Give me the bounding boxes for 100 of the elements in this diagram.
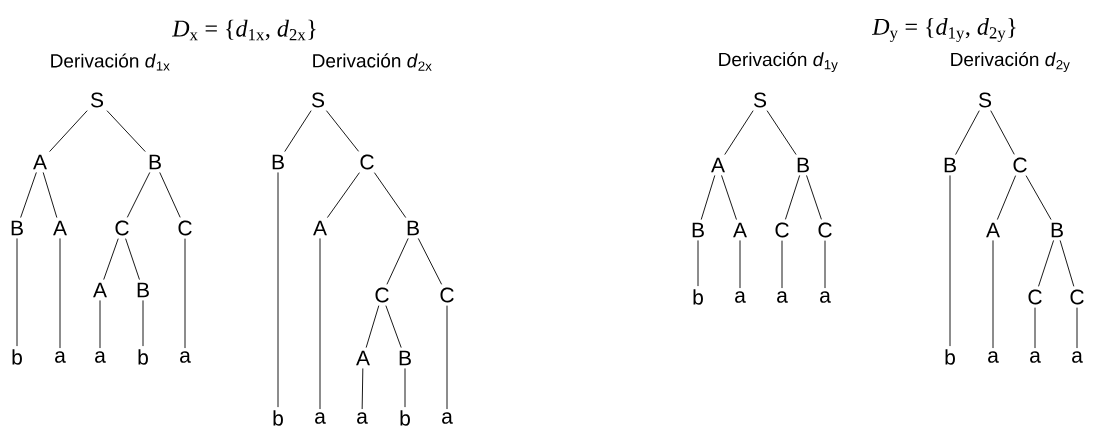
tree-branch (721, 175, 737, 221)
tree-branch (284, 110, 312, 153)
tree-branch (996, 175, 1017, 221)
tree-branch (949, 175, 951, 347)
tree-symbol: S (753, 92, 767, 108)
tree-symbol: a (180, 351, 191, 363)
tree-symbol: S (90, 92, 104, 108)
tree-symbol: a (442, 412, 453, 424)
tree-symbol: A (313, 220, 327, 236)
tree-branch (49, 110, 88, 153)
tree-branch (59, 238, 61, 349)
tree-branch (277, 171, 279, 408)
tree-branch (99, 300, 101, 349)
tree-branch (125, 238, 140, 281)
tree-symbol: b (945, 349, 955, 365)
tree-branch (319, 238, 321, 410)
tree-branch (806, 175, 822, 220)
tree-symbol: A (33, 154, 47, 170)
tree-symbol: C (1028, 289, 1042, 305)
tree-branch (781, 240, 783, 289)
tree-branch (365, 305, 380, 349)
tree-symbol: B (407, 220, 419, 236)
tree-symbol: a (1030, 351, 1041, 363)
tree-symbol: B (137, 282, 149, 298)
tree-branch (106, 110, 146, 153)
tree-symbol: C (178, 220, 192, 236)
tree-symbol: A (733, 222, 747, 238)
tree-branch (16, 238, 18, 347)
tree-symbol: b (400, 410, 410, 426)
tree-branch (992, 240, 994, 349)
tree-branch (417, 238, 443, 285)
tree-branch (404, 368, 406, 408)
tree-symbol: a (1072, 351, 1083, 363)
tree-symbol: B (692, 222, 704, 238)
tree-symbol: a (820, 291, 831, 303)
tree-branch (724, 110, 754, 156)
tree-symbol: C (1070, 289, 1084, 305)
tree-heading: Derivación d$_{2y}$ (951, 51, 1070, 73)
tree-symbol: A (986, 222, 1000, 238)
set-formula: D$_{x}$ = {d$_{1x}$, d$_{2x}$} (172, 19, 316, 41)
tree-heading: Derivación d$_{1x}$ (51, 53, 170, 71)
tree-symbol: C (818, 222, 832, 238)
tree-heading: Derivación d$_{2x}$ (313, 53, 432, 71)
tree-branch (103, 238, 119, 281)
tree-branch (739, 240, 741, 289)
tree-symbol: C (115, 220, 129, 236)
tree-symbol: a (95, 351, 106, 363)
tree-branch (824, 240, 826, 289)
tree-symbol: A (53, 220, 67, 236)
tree-symbol: B (1051, 222, 1063, 238)
tree-branch (20, 171, 37, 219)
tree-branch (766, 110, 797, 156)
tree-symbol: b (138, 349, 148, 365)
tree-branch (184, 238, 186, 349)
tree-symbol: C (360, 154, 374, 170)
tree-branch (1038, 240, 1055, 287)
tree-symbol: A (93, 282, 107, 298)
set-formula: D$_{y}$ = {d$_{1y}$, d$_{2y}$} (872, 18, 1016, 42)
tree-symbol: B (149, 154, 161, 170)
tree-symbol: a (315, 412, 326, 424)
tree-branch (955, 110, 980, 156)
tree-branch (1025, 175, 1052, 221)
tree-heading: Derivación d$_{1y}$ (719, 52, 838, 72)
tree-branch (142, 300, 144, 347)
tree-branch (385, 305, 402, 349)
tree-branch (126, 171, 151, 218)
tree-symbol: C (375, 287, 389, 303)
tree-branch (697, 240, 699, 287)
tree-branch (159, 171, 181, 218)
tree-symbol: B (797, 157, 809, 173)
tree-symbol: A (356, 350, 370, 366)
tree-symbol: S (311, 92, 325, 108)
tree-symbol: B (944, 157, 956, 173)
tree-symbol: b (693, 289, 703, 305)
tree-branch (990, 110, 1015, 155)
tree-symbol: b (12, 349, 22, 365)
tree-symbol: a (735, 291, 746, 303)
tree-symbol: b (273, 410, 283, 426)
tree-branch (386, 238, 409, 285)
tree-branch (325, 110, 360, 152)
tree-branch (361, 368, 364, 410)
tree-branch (1034, 307, 1036, 349)
tree-symbol: a (777, 291, 788, 303)
tree-branch (373, 172, 407, 219)
tree-branch (1059, 240, 1075, 287)
tree-branch (446, 305, 448, 410)
tree-branch (1076, 307, 1078, 349)
tree-branch (326, 172, 360, 219)
tree-symbol: B (272, 154, 284, 170)
tree-symbol: A (711, 157, 725, 173)
tree-symbol: a (357, 412, 368, 424)
tree-symbol: B (11, 220, 23, 236)
tree-symbol: C (440, 287, 454, 303)
tree-branch (42, 171, 58, 219)
tree-symbol: a (55, 351, 66, 363)
tree-symbol: B (399, 350, 411, 366)
tree-symbol: C (1013, 157, 1027, 173)
tree-symbol: a (988, 351, 999, 363)
tree-symbol: C (775, 222, 789, 238)
tree-branch (785, 175, 801, 220)
